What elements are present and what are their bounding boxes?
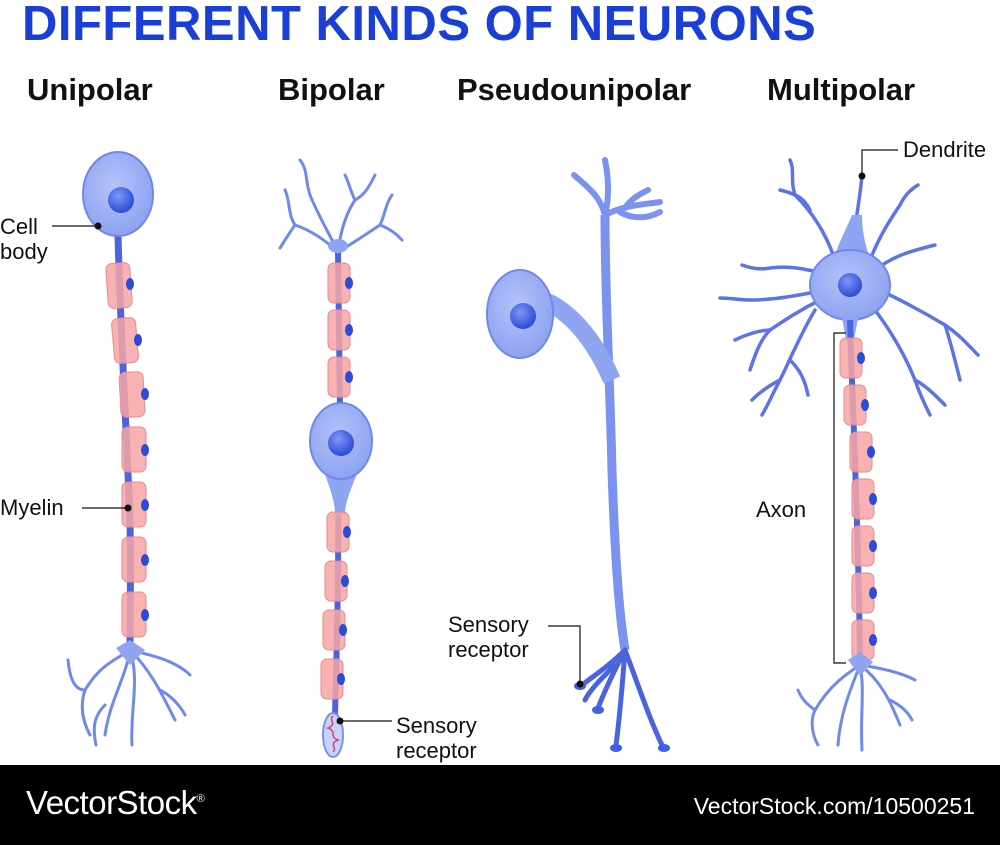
label-cell-body-line1: Cell <box>0 214 38 239</box>
label-axon: Axon <box>756 497 807 522</box>
bipolar-neuron <box>278 158 404 758</box>
label-cell-body: Cell body <box>0 214 48 264</box>
pseudounipolar-terminals <box>579 647 665 748</box>
bipolar-sensory-receptor <box>322 712 344 758</box>
neuron-diagram <box>52 149 980 758</box>
callout-line-dendrite <box>861 149 898 176</box>
label-cell-body-line2: body <box>0 239 48 264</box>
bipolar-nucleus <box>328 430 354 456</box>
label-sensory-receptor-bipolar: Sensory receptor <box>396 713 477 763</box>
callout-line-sensory-receptor-pseudo <box>548 625 581 684</box>
callout-lines <box>52 149 898 722</box>
multipolar-neuron <box>718 158 980 752</box>
bipolar-myelin-upper <box>327 262 351 398</box>
unipolar-axon-terminals <box>66 648 192 747</box>
footer-url: VectorStock.com/10500251 <box>693 793 975 819</box>
bipolar-dendrites <box>278 158 404 254</box>
multipolar-dendrites <box>718 158 980 417</box>
page-title: DIFFERENT KINDS OF NEURONS <box>22 0 817 51</box>
multipolar-nucleus <box>838 273 862 297</box>
label-myelin: Myelin <box>0 495 64 520</box>
pseudounipolar-neuron <box>486 157 670 752</box>
label-sensory-receptor-pseudo: Sensory receptor <box>448 612 529 662</box>
heading-bipolar: Bipolar <box>278 72 385 107</box>
multipolar-axon-terminals <box>796 663 917 752</box>
brand-logo: VectorStock® <box>26 784 205 822</box>
heading-multipolar: Multipolar <box>767 72 916 107</box>
heading-pseudounipolar: Pseudounipolar <box>457 72 692 107</box>
pseudounipolar-dendrites <box>571 157 663 221</box>
pseudounipolar-nucleus <box>510 303 536 329</box>
brand-name: VectorStock <box>26 784 197 821</box>
unipolar-nucleus <box>108 187 134 213</box>
label-sensory-receptor-pseudo-line1: Sensory <box>448 612 529 637</box>
footer-bar: VectorStock® VectorStock.com/10500251 <box>0 765 1000 845</box>
callout-line-axon <box>833 332 846 664</box>
label-sensory-receptor-bipolar-line2: receptor <box>396 738 477 763</box>
multipolar-myelin-sheaths <box>839 337 875 661</box>
unipolar-myelin-sheaths <box>105 262 147 638</box>
pseudounipolar-axon <box>600 214 630 651</box>
label-sensory-receptor-pseudo-line2: receptor <box>448 637 529 662</box>
label-dendrite: Dendrite <box>903 137 987 162</box>
heading-unipolar: Unipolar <box>27 72 153 107</box>
registered-mark: ® <box>196 793 205 805</box>
unipolar-neuron <box>66 151 192 747</box>
label-sensory-receptor-bipolar-line1: Sensory <box>396 713 477 738</box>
